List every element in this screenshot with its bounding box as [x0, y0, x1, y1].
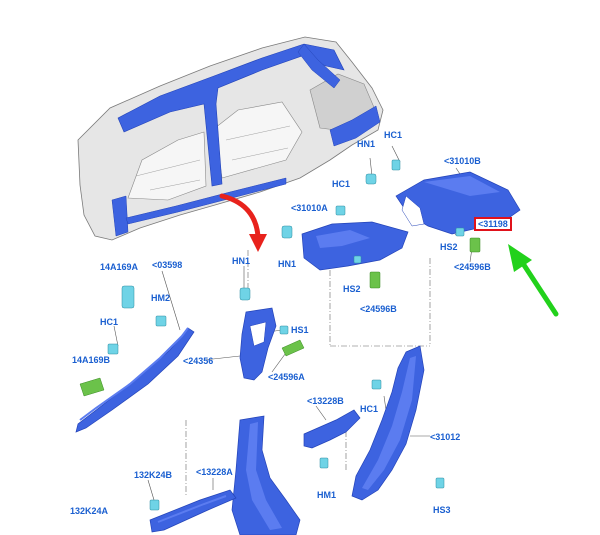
body-side-trim-highlight	[111, 43, 381, 237]
part-13228b	[303, 409, 361, 449]
callout-31012: <31012	[430, 432, 461, 442]
callout-14a169b: 14A169B	[72, 355, 111, 365]
clips	[107, 159, 465, 511]
callout-hn1-top: HN1	[357, 139, 376, 149]
part-31012-c-pillar	[351, 345, 425, 501]
callout-hn1-mid: HN1	[278, 259, 297, 269]
callout-hc1-low: HC1	[360, 404, 379, 414]
callout-hs3: HS3	[433, 505, 451, 515]
callout-hs2-right: HS2	[440, 242, 458, 252]
callout-13228a: <13228A	[196, 467, 233, 477]
callout-31010b: <31010B	[444, 156, 481, 166]
callout-132k24b: 132K24B	[134, 470, 173, 480]
callout-14a169a: 14A169A	[100, 262, 139, 272]
green-pointer-arrow	[508, 244, 559, 317]
callout-31198-highlighted: <31198	[474, 217, 512, 231]
callout-24356: <24356	[183, 356, 214, 366]
part-31010a	[301, 221, 409, 271]
part-03598-a-pillar	[75, 327, 195, 433]
callout-132k24a: 132K24A	[70, 506, 109, 516]
callout-03598: <03598	[152, 260, 183, 270]
callout-31010a: <31010A	[291, 203, 328, 213]
callout-24596a: <24596A	[268, 372, 305, 382]
adhesive-pads	[79, 237, 481, 397]
red-pointer-arrow	[219, 193, 267, 252]
callout-hs1: HS1	[291, 325, 309, 335]
part-24356-b-pillar-upper	[239, 307, 277, 381]
callout-13228b: <13228B	[307, 396, 344, 406]
callout-hm2: HM2	[151, 293, 171, 303]
part-13228a-sill	[149, 489, 237, 533]
callout-24596b-right: <24596B	[454, 262, 491, 272]
callout-hc1-mid: HC1	[332, 179, 351, 189]
part-b-pillar-lower	[231, 415, 301, 535]
callout-hs2-mid: HS2	[343, 284, 361, 294]
callout-24596b-mid: <24596B	[360, 304, 397, 314]
callout-hc1-top: HC1	[384, 130, 403, 140]
callout-hn1-left: HN1	[232, 256, 251, 266]
callout-hc1-left: HC1	[100, 317, 119, 327]
callout-hm1: HM1	[317, 490, 337, 500]
